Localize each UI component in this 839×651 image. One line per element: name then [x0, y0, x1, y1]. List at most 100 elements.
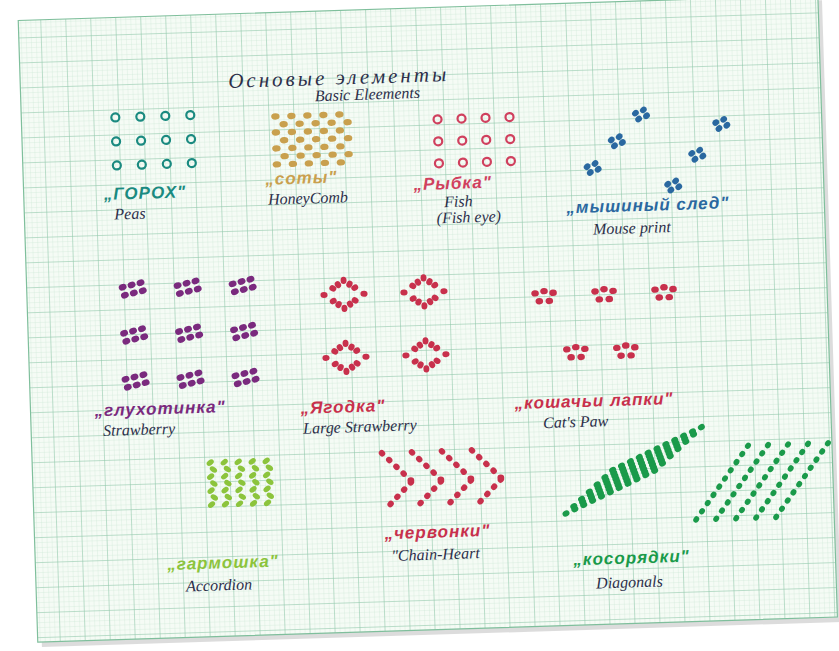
bead — [772, 513, 780, 522]
bead — [497, 474, 504, 480]
bead — [209, 479, 219, 488]
bead — [613, 345, 621, 352]
bead — [121, 337, 131, 346]
name-english: HoneyComb — [268, 188, 348, 208]
bead — [690, 155, 699, 164]
bead — [415, 455, 424, 464]
bead — [453, 490, 462, 499]
bead — [641, 471, 650, 480]
bead — [138, 161, 146, 169]
bead — [549, 289, 557, 296]
bead — [423, 491, 432, 500]
bead — [234, 471, 244, 480]
bead — [305, 160, 314, 167]
bead — [421, 302, 427, 309]
bead — [764, 441, 772, 450]
bead — [561, 509, 570, 518]
bead — [336, 143, 345, 150]
bead — [240, 331, 250, 340]
bead — [249, 499, 259, 508]
name-russian: „косорядки" — [573, 548, 690, 570]
bead — [289, 161, 298, 168]
bead — [698, 507, 706, 516]
bead — [715, 482, 723, 491]
bead — [246, 275, 256, 284]
bead — [778, 504, 786, 513]
bead — [420, 274, 426, 281]
bead — [807, 464, 815, 473]
bead — [176, 373, 186, 382]
bead — [209, 465, 219, 474]
bead — [660, 284, 668, 291]
bead — [392, 462, 401, 471]
bead — [128, 327, 138, 336]
bead — [622, 342, 630, 349]
bead — [588, 496, 597, 505]
bead — [219, 458, 229, 467]
bead — [505, 113, 513, 121]
bead — [121, 375, 131, 384]
bead — [798, 448, 806, 457]
bead — [343, 119, 352, 126]
bead — [336, 127, 345, 134]
name-english: Peas — [114, 205, 146, 224]
bead — [188, 159, 196, 167]
bead — [207, 500, 217, 509]
bead — [400, 289, 407, 295]
bead — [481, 114, 489, 122]
bead — [194, 330, 204, 339]
bead — [233, 457, 243, 466]
bead — [279, 121, 288, 128]
bead — [595, 296, 603, 303]
bead — [238, 323, 248, 332]
bead — [174, 327, 184, 336]
bead — [273, 161, 282, 168]
bead — [247, 457, 257, 466]
bead — [247, 321, 257, 330]
bead — [187, 135, 195, 143]
bead — [467, 475, 474, 481]
bead — [235, 499, 245, 508]
bead — [704, 499, 712, 508]
bead — [118, 283, 128, 292]
bead — [545, 298, 553, 305]
bead — [744, 441, 752, 450]
bead — [193, 369, 203, 378]
bead — [535, 298, 543, 305]
bead — [187, 379, 197, 388]
bead — [496, 475, 505, 484]
bead — [272, 145, 281, 152]
bead — [161, 112, 169, 120]
bead — [303, 112, 312, 119]
name-english: Mouse print — [593, 218, 671, 238]
bead — [632, 475, 641, 484]
bead — [191, 277, 201, 286]
bead — [210, 493, 220, 502]
bead — [714, 124, 723, 133]
bead — [732, 514, 740, 523]
bead — [597, 492, 606, 501]
name-russian: „Ягодка" — [300, 397, 385, 418]
bead — [288, 129, 297, 136]
bead — [136, 113, 144, 121]
bead — [792, 456, 800, 465]
bead — [610, 141, 619, 150]
bead — [709, 491, 717, 500]
bead — [262, 470, 272, 479]
bead — [409, 294, 418, 303]
bead — [183, 325, 193, 334]
bead — [362, 354, 369, 360]
bead — [795, 480, 803, 489]
bead — [490, 482, 499, 491]
bead — [459, 158, 467, 166]
bead — [752, 457, 760, 466]
bead — [818, 447, 826, 456]
bead — [735, 482, 743, 491]
bead — [139, 332, 149, 341]
bead — [435, 159, 443, 167]
bead — [722, 121, 731, 130]
bead — [239, 285, 249, 294]
bead — [804, 440, 812, 449]
bead — [337, 159, 346, 166]
